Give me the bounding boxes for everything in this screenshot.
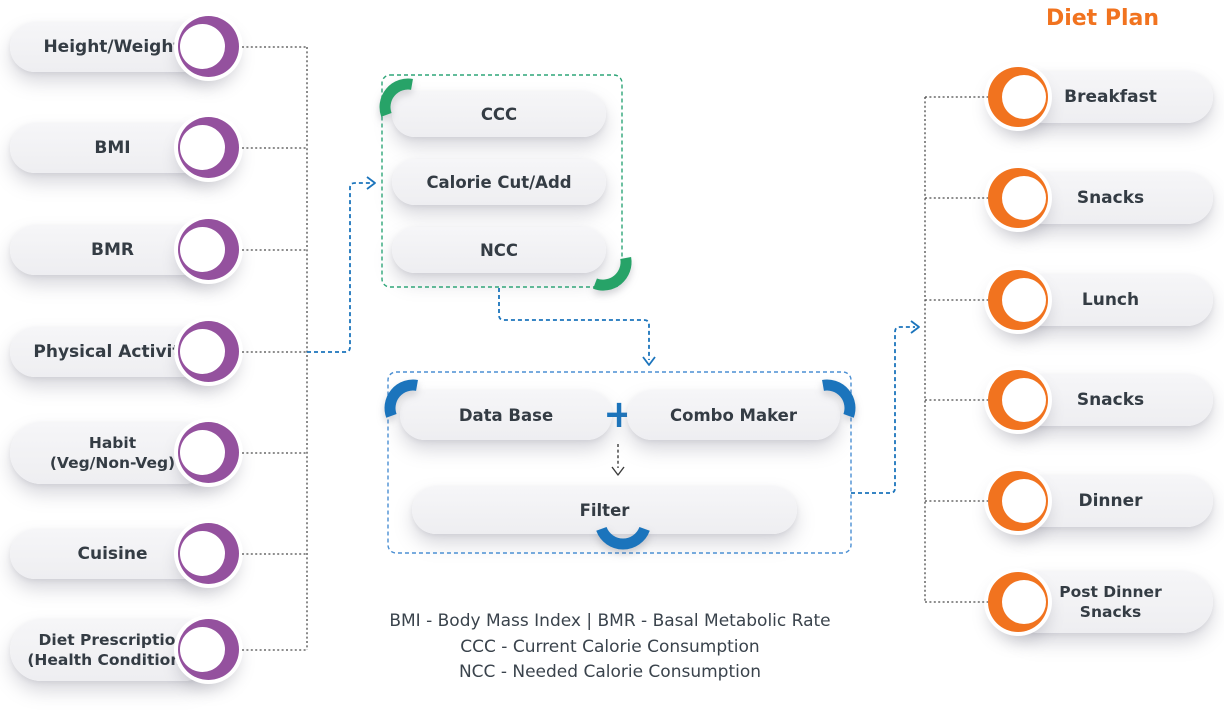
output-node-lunch: Lunch — [960, 265, 1224, 335]
node-label: Post Dinner Snacks — [1008, 571, 1213, 633]
filter-node: Filter — [412, 486, 797, 534]
crescent-icon — [178, 321, 239, 382]
legend: BMI - Body Mass Index | BMR - Basal Meta… — [282, 609, 938, 686]
input-node-cuisine: Cuisine — [0, 519, 260, 589]
crescent-icon — [988, 67, 1048, 127]
calc-node-calorie-cut-add: Calorie Cut/Add — [392, 159, 606, 205]
output-node-snacks-2: Snacks — [960, 365, 1224, 435]
output-node-dinner: Dinner — [960, 466, 1224, 536]
calc-node-ccc: CCC — [392, 91, 606, 137]
output-node-breakfast: Breakfast — [960, 62, 1224, 132]
crescent-icon — [988, 168, 1048, 228]
legend-line: CCC - Current Calorie Consumption — [460, 636, 760, 657]
crescent-icon — [988, 471, 1048, 531]
calc-node-ncc: NCC — [392, 227, 606, 273]
flow-arrow-calc-to-combine — [498, 288, 656, 366]
input-node-bmi: BMI — [0, 113, 260, 183]
input-node-habit: Habit (Veg/Non-Veg) — [0, 418, 260, 488]
node-label: Cuisine — [10, 529, 215, 579]
crescent-icon — [988, 572, 1048, 632]
input-node-diet-prescription: Diet Prescription (Health Conditions) — [0, 615, 260, 685]
decorative-arcs — [379, 78, 856, 550]
input-node-physical-activity: Physical Activity — [0, 317, 260, 387]
output-node-snacks-1: Snacks — [960, 163, 1224, 233]
crescent-icon — [178, 117, 239, 178]
flow-arrow-inputs-to-calc — [307, 176, 376, 353]
legend-line: NCC - Needed Calorie Consumption — [458, 662, 762, 682]
legend-line: BMI - Body Mass Index | BMR - Basal Meta… — [389, 611, 831, 631]
input-node-height-weight: Height/Weight — [0, 12, 260, 82]
crescent-icon — [178, 422, 239, 483]
crescent-icon — [178, 619, 239, 680]
crescent-icon — [178, 16, 239, 77]
output-node-post-dinner-snacks: Post Dinner Snacks — [960, 567, 1224, 637]
crescent-icon — [988, 270, 1048, 330]
crescent-icon — [988, 370, 1048, 430]
crescent-icon — [178, 219, 239, 280]
database-node: Data Base — [400, 390, 612, 440]
flow-arrow-combine-to-filter — [611, 444, 625, 476]
crescent-icon — [178, 523, 239, 584]
node-label: Diet Prescription (Health Conditions) — [10, 619, 215, 681]
input-node-bmr: BMR — [0, 215, 260, 285]
flow-arrow-combine-to-outputs — [851, 320, 920, 494]
combo-maker-node: Combo Maker — [627, 390, 840, 440]
diet-plan-title: Diet Plan — [1045, 6, 1160, 31]
